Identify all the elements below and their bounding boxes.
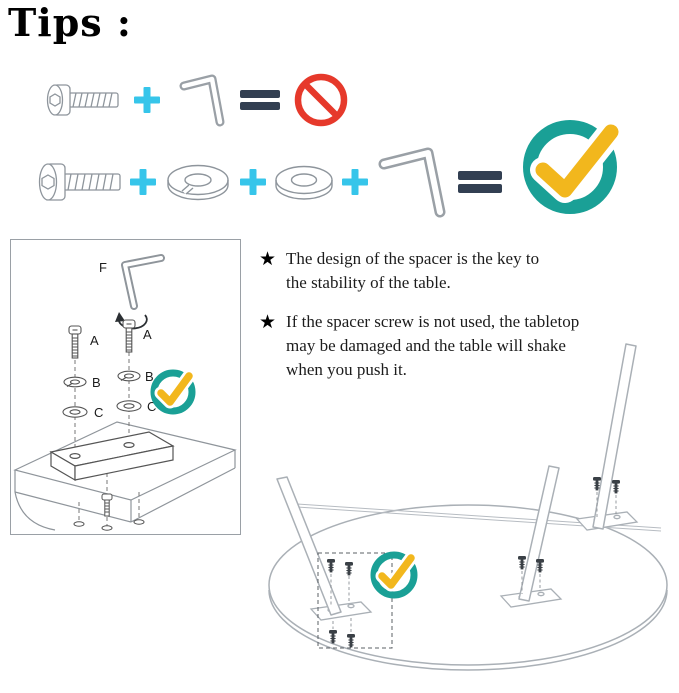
spring-washer-icon bbox=[167, 164, 229, 201]
leg-middle bbox=[518, 465, 560, 602]
leg-left bbox=[276, 476, 342, 616]
label-flat-washer-left: C bbox=[94, 405, 103, 420]
wrong-combination-row bbox=[46, 71, 350, 129]
bolt-icon bbox=[46, 84, 119, 116]
star-bullet-icon: ★ bbox=[259, 311, 277, 333]
pilot-holes bbox=[73, 519, 145, 531]
turn-arrow-icon bbox=[115, 312, 148, 330]
screw-under-icon bbox=[101, 493, 113, 517]
table-assembly-illustration bbox=[268, 343, 668, 671]
plus-icon bbox=[134, 87, 160, 113]
screw-a-right-icon bbox=[122, 319, 136, 353]
note-text: The design of the spacer is the key to t… bbox=[286, 249, 540, 292]
correct-combination-row bbox=[38, 145, 502, 219]
flat-washer-left-icon bbox=[62, 406, 88, 418]
hex-key-icon bbox=[179, 74, 225, 127]
star-bullet-icon: ★ bbox=[259, 248, 277, 270]
leader-lines bbox=[330, 492, 617, 633]
equals-icon bbox=[240, 90, 280, 110]
spacer-block bbox=[49, 431, 175, 482]
flat-washer-icon bbox=[275, 165, 333, 200]
leg-right bbox=[592, 343, 637, 530]
note-text: If the spacer screw is not used, the tab… bbox=[286, 312, 580, 379]
check-icon bbox=[523, 119, 624, 214]
label-screw-left: A bbox=[90, 333, 99, 348]
table-legs bbox=[276, 343, 637, 616]
check-icon bbox=[370, 551, 418, 599]
spacer-detail-panel: F A A bbox=[10, 239, 241, 535]
equals-icon bbox=[458, 171, 502, 193]
plus-icon bbox=[130, 169, 156, 195]
check-icon bbox=[150, 369, 196, 415]
note-item: ★ The design of the spacer is the key to… bbox=[259, 247, 673, 295]
hex-key-icon bbox=[121, 254, 165, 310]
hex-key-icon bbox=[378, 147, 446, 218]
screw-a-left-icon bbox=[68, 325, 82, 359]
label-hex-key: F bbox=[99, 260, 107, 275]
bolt-icon bbox=[38, 163, 121, 201]
spring-washer-left-icon bbox=[63, 376, 87, 388]
label-screw-right: A bbox=[143, 327, 152, 342]
page-title: Tips : bbox=[8, 0, 132, 45]
note-item: ★ If the spacer screw is not used, the t… bbox=[259, 310, 673, 382]
prohibited-icon bbox=[294, 73, 348, 127]
spring-washer-right-icon bbox=[117, 370, 141, 382]
label-spring-washer-right: B bbox=[145, 369, 154, 384]
plus-icon bbox=[240, 169, 266, 195]
label-spring-washer-left: B bbox=[92, 375, 101, 390]
focus-box bbox=[317, 552, 393, 649]
flat-washer-right-icon bbox=[116, 400, 142, 412]
tabletop-oval bbox=[268, 504, 668, 671]
plus-icon bbox=[342, 169, 368, 195]
notes-list: ★ The design of the spacer is the key to… bbox=[259, 247, 673, 397]
label-flat-washer-right: C bbox=[147, 399, 156, 414]
